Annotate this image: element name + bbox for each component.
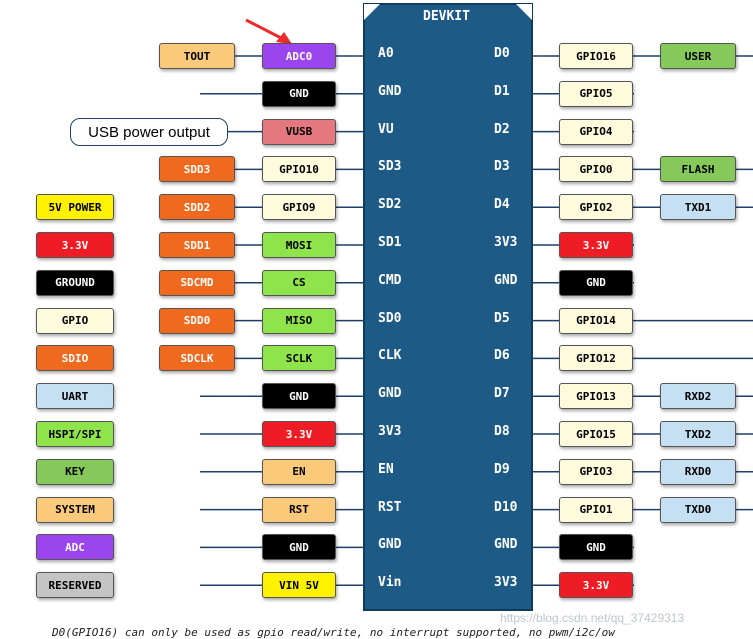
board-title: DEVKIT: [423, 9, 470, 24]
left-tag-sdd3: SDD3: [159, 156, 235, 183]
left-pin-label-vin: Vin: [378, 575, 402, 591]
right-tag-gpio2: GPIO2: [559, 194, 633, 221]
left-pin-label-sd3: SD3: [378, 159, 402, 175]
left-pin-label-clk: CLK: [378, 348, 402, 364]
right-pin-label-d4: D4: [494, 197, 510, 213]
legend-hspi-spi: HSPI/SPI: [36, 421, 114, 447]
board-corner-top-left: [364, 4, 380, 20]
left-tag-gnd: GND: [262, 534, 336, 561]
left-tag-gpio9: GPIO9: [262, 194, 336, 221]
left-pin-label-gnd: GND: [378, 537, 402, 553]
right-tag-gpio12: GPIO12: [559, 345, 633, 372]
left-pin-label-gnd: GND: [378, 83, 402, 99]
left-tag-sdd0: SDD0: [159, 307, 235, 334]
right-pin-label-d0: D0: [494, 46, 510, 61]
right-tag-gpio4: GPIO4: [559, 118, 633, 145]
right-pin-label-d10: D10: [494, 499, 518, 515]
legend-gpio: GPIO: [36, 307, 114, 334]
right-pin-label-gnd: GND: [494, 272, 518, 288]
legend-system: SYSTEM: [36, 496, 114, 523]
pointer-arrow-line: [245, 18, 286, 42]
legend-reserved: RESERVED: [36, 572, 114, 599]
right-tag-gpio0: GPIO0: [559, 156, 633, 183]
left-pin-label-rst: RST: [378, 499, 402, 515]
left-tag-vin-5v: VIN 5V: [262, 572, 336, 599]
left-pin-label-3v3: 3V3: [378, 424, 402, 439]
right-tag-rxd2: RXD2: [660, 383, 736, 410]
left-tag-gnd: GND: [262, 80, 336, 107]
right-pin-label-d1: D1: [494, 83, 510, 99]
board-corner-top-right: [516, 4, 532, 20]
left-pin-label-sd0: SD0: [378, 310, 402, 326]
left-pin-label-vu: VU: [378, 121, 394, 137]
left-tag-gnd: GND: [262, 383, 336, 410]
left-pin-label-sd1: SD1: [378, 235, 402, 250]
left-tag-3-3v: 3.3V: [262, 421, 336, 447]
right-tag-gpio1: GPIO1: [559, 496, 633, 523]
right-pin-label-3v3: 3V3: [494, 575, 518, 591]
left-tag-sdclk: SDCLK: [159, 345, 235, 372]
left-tag-sdd2: SDD2: [159, 194, 235, 221]
right-tag-user: USER: [660, 43, 736, 69]
right-tag-gpio3: GPIO3: [559, 458, 633, 485]
right-pin-label-d7: D7: [494, 386, 510, 402]
left-pin-label-sd2: SD2: [378, 197, 402, 213]
right-tag-gnd: GND: [559, 534, 633, 561]
right-tag-3-3v: 3.3V: [559, 232, 633, 258]
left-tag-sdd1: SDD1: [159, 232, 235, 258]
right-tag-txd1: TXD1: [660, 194, 736, 221]
footnote-text: D0(GPIO16) can only be used as gpio read…: [52, 626, 615, 639]
right-pin-label-d8: D8: [494, 424, 510, 439]
right-tag-gpio15: GPIO15: [559, 421, 633, 447]
pointer-arrow-head: [276, 32, 292, 44]
left-tag-sdcmd: SDCMD: [159, 269, 235, 296]
legend-uart: UART: [36, 383, 114, 410]
left-tag-cs: CS: [262, 269, 336, 296]
left-tag-vusb: VUSB: [262, 118, 336, 145]
right-tag-gpio16: GPIO16: [559, 43, 633, 69]
legend-3-3v: 3.3V: [36, 232, 114, 258]
left-pin-label-en: EN: [378, 461, 394, 477]
left-pin-label-cmd: CMD: [378, 272, 402, 288]
left-tag-en: EN: [262, 458, 336, 485]
usb-power-callout: USB power output: [70, 118, 228, 146]
right-pin-label-gnd: GND: [494, 537, 518, 553]
right-tag-gnd: GND: [559, 269, 633, 296]
legend-ground: GROUND: [36, 269, 114, 296]
legend-key: KEY: [36, 458, 114, 485]
right-pin-label-d2: D2: [494, 121, 510, 137]
right-tag-gpio14: GPIO14: [559, 307, 633, 334]
left-tag-gpio10: GPIO10: [262, 156, 336, 183]
right-pin-label-3v3: 3V3: [494, 235, 518, 250]
right-pin-label-d6: D6: [494, 348, 510, 364]
right-tag-rxd0: RXD0: [660, 458, 736, 485]
left-tag-rst: RST: [262, 496, 336, 523]
left-tag-sclk: SCLK: [262, 345, 336, 372]
left-tag-tout: TOUT: [159, 43, 235, 69]
left-pin-label-a0: A0: [378, 46, 394, 61]
left-tag-adc0: ADC0: [262, 43, 336, 69]
right-tag-gpio13: GPIO13: [559, 383, 633, 410]
left-pin-label-gnd: GND: [378, 386, 402, 402]
right-tag-txd2: TXD2: [660, 421, 736, 447]
legend-sdio: SDIO: [36, 345, 114, 372]
right-tag-3-3v: 3.3V: [559, 572, 633, 599]
legend-adc: ADC: [36, 534, 114, 561]
right-pin-label-d5: D5: [494, 310, 510, 326]
right-pin-label-d3: D3: [494, 159, 510, 175]
legend-5v-power: 5V POWER: [36, 194, 114, 221]
board-body: [363, 3, 533, 611]
right-pin-label-d9: D9: [494, 461, 510, 477]
right-tag-flash: FLASH: [660, 156, 736, 183]
right-tag-txd0: TXD0: [660, 496, 736, 523]
left-tag-miso: MISO: [262, 307, 336, 334]
left-tag-mosi: MOSI: [262, 232, 336, 258]
right-tag-gpio5: GPIO5: [559, 80, 633, 107]
watermark-text: https://blog.csdn.net/qq_37429313: [500, 611, 685, 625]
